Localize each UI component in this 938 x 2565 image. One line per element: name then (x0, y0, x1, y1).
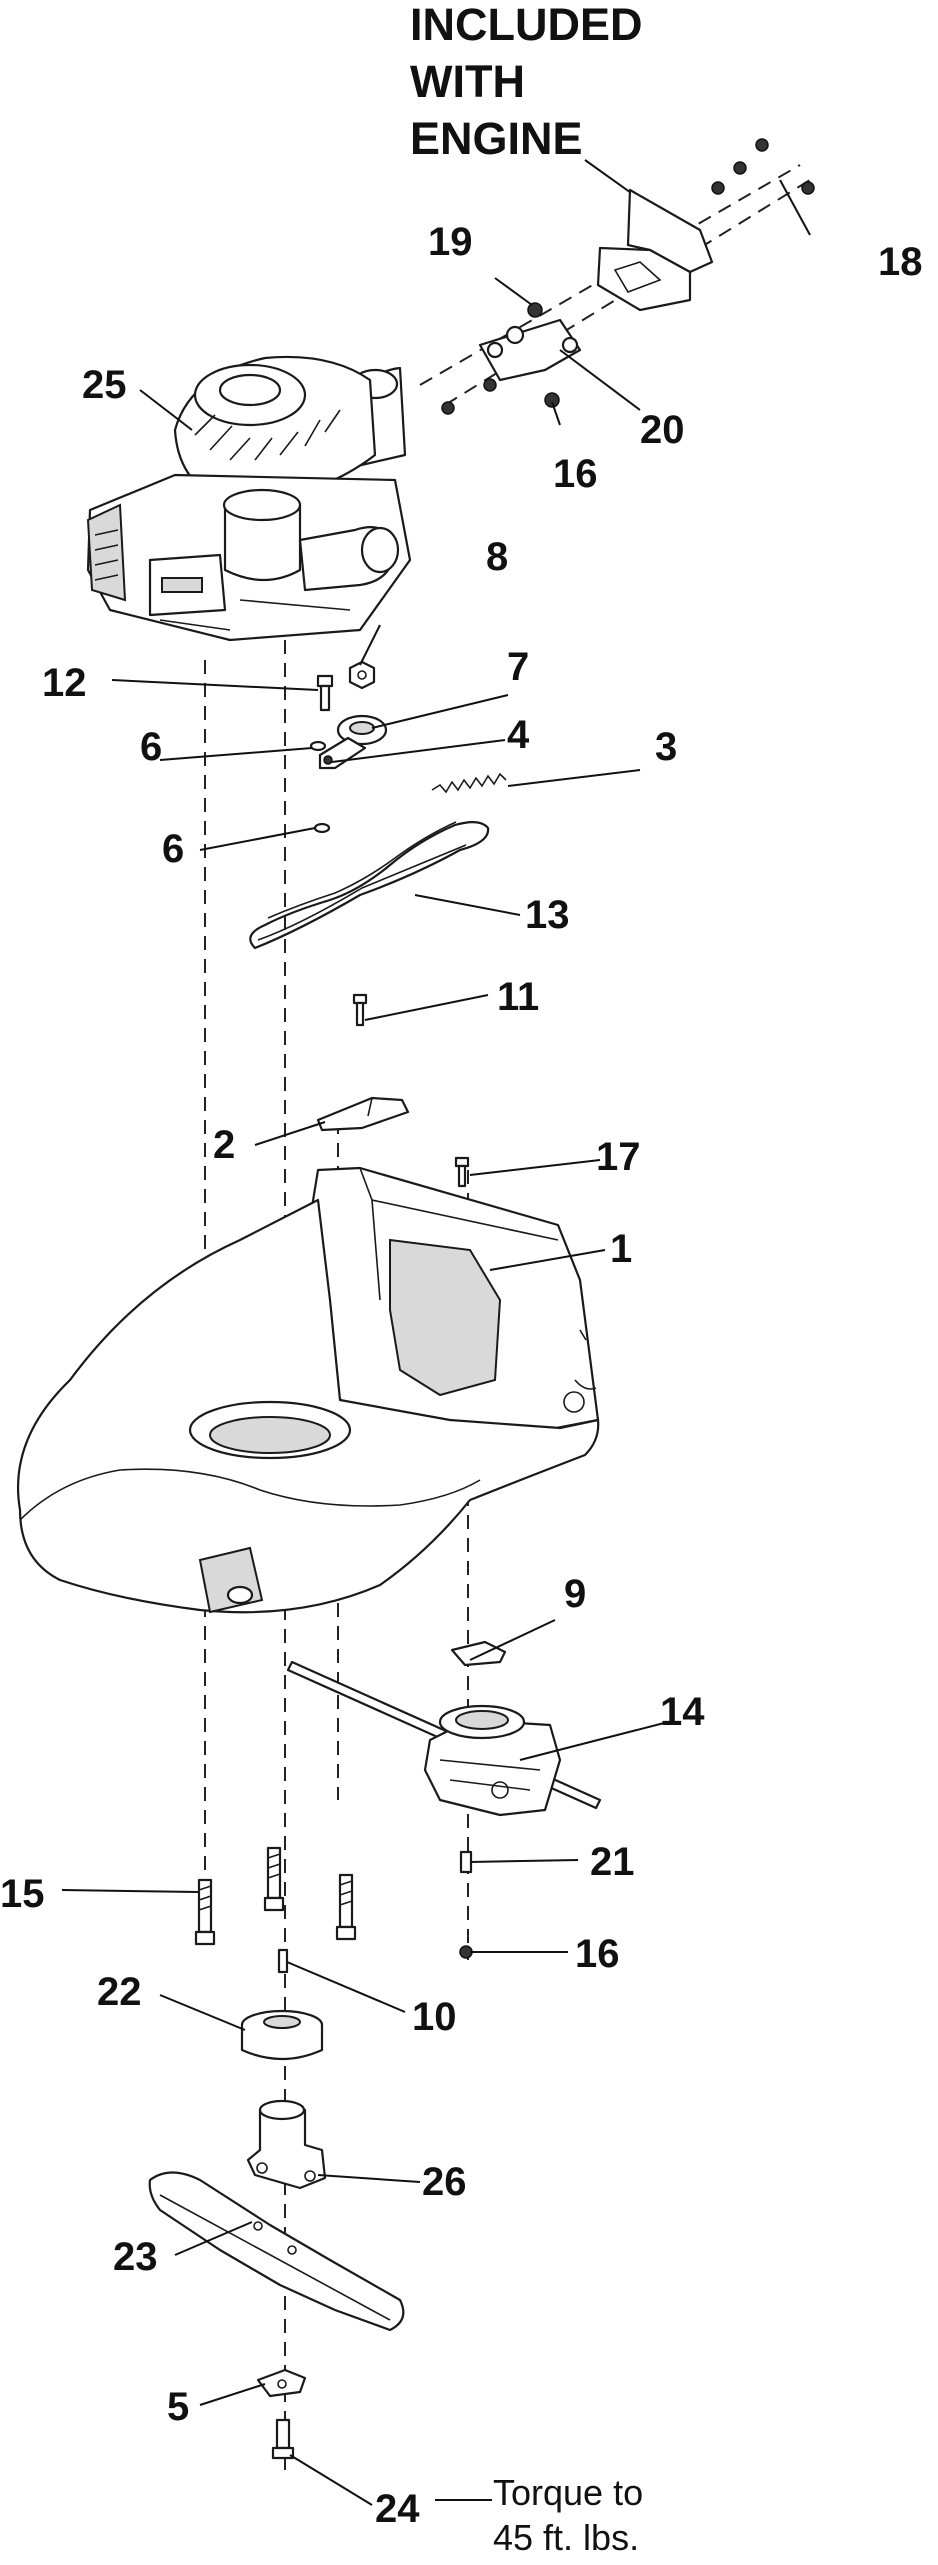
part-18-throttle-bracket (596, 138, 815, 312)
part-6-washer-upper (309, 740, 327, 752)
torque-note: Torque to 45 ft. lbs. (493, 2472, 643, 2558)
part-15-bolts (194, 1846, 357, 1946)
torque-note-line-2: 45 ft. lbs. (493, 2517, 639, 2558)
callout-10: 10 (412, 1995, 457, 2039)
callout-labels: 18 19 20 16 25 8 12 7 6 4 3 6 13 11 2 17… (0, 220, 923, 2531)
part-25-engine (86, 355, 412, 642)
part-22-blade-adapter-fan (240, 2009, 324, 2061)
callout-4: 4 (507, 713, 530, 757)
callout-20: 20 (640, 408, 685, 452)
callout-16-lower: 16 (575, 1932, 620, 1976)
callout-13: 13 (525, 893, 570, 937)
callout-22: 22 (97, 1970, 142, 2014)
callout-9: 9 (564, 1572, 586, 1616)
part-9-bracket (450, 1640, 507, 1667)
callout-25: 25 (82, 363, 127, 407)
heading-line-2: WITH (410, 56, 525, 107)
heading-line-1: INCLUDED (410, 0, 643, 50)
part-21-pin (459, 1850, 473, 1874)
part-6-washer-lower (313, 822, 331, 834)
callout-2: 2 (213, 1123, 235, 1167)
part-7-idler-pulley (336, 714, 388, 746)
callout-8: 8 (486, 535, 508, 579)
part-1-mower-deck (16, 1166, 600, 1614)
callout-26: 26 (422, 2160, 467, 2204)
part-2-belt-guide (316, 1096, 410, 1132)
part-14-transmission (286, 1660, 602, 1817)
part-4-idler-arm (318, 736, 367, 770)
callout-17: 17 (596, 1135, 641, 1179)
part-17-bolt (454, 1156, 470, 1188)
part-10-key (277, 1948, 289, 1974)
part-12-bolt (316, 674, 334, 712)
callout-11: 11 (497, 975, 539, 1019)
callout-5: 5 (167, 2385, 189, 2429)
callout-21: 21 (590, 1840, 635, 1884)
callout-7: 7 (507, 645, 529, 689)
part-20-control-bracket (441, 302, 582, 415)
callout-18: 18 (878, 240, 923, 284)
callout-16-upper: 16 (553, 452, 598, 496)
callout-23: 23 (113, 2235, 158, 2279)
callout-3: 3 (655, 725, 677, 769)
callout-6-upper: 6 (140, 725, 162, 769)
leader-lines (61, 179, 811, 2506)
part-26-blade-adapter (246, 2099, 327, 2190)
callout-24: 24 (375, 2487, 420, 2531)
part-5-blade-washer (256, 2368, 307, 2398)
callout-6-lower: 6 (162, 827, 184, 871)
callout-14: 14 (660, 1690, 705, 1734)
callout-1: 1 (610, 1227, 632, 1271)
callout-19: 19 (428, 220, 473, 264)
part-24-blade-bolt (271, 2418, 295, 2460)
callout-15: 15 (0, 1872, 45, 1916)
part-3-spring (431, 772, 507, 794)
heading-line-3: ENGINE (410, 113, 583, 164)
part-23-blade (148, 2171, 405, 2332)
part-8-nut (348, 660, 376, 690)
part-13-drive-belt (249, 821, 490, 950)
torque-note-line-1: Torque to (493, 2472, 643, 2513)
included-with-engine-heading: INCLUDED WITH ENGINE (410, 0, 649, 206)
part-11-bolt (352, 993, 368, 1027)
callout-12: 12 (42, 661, 87, 705)
